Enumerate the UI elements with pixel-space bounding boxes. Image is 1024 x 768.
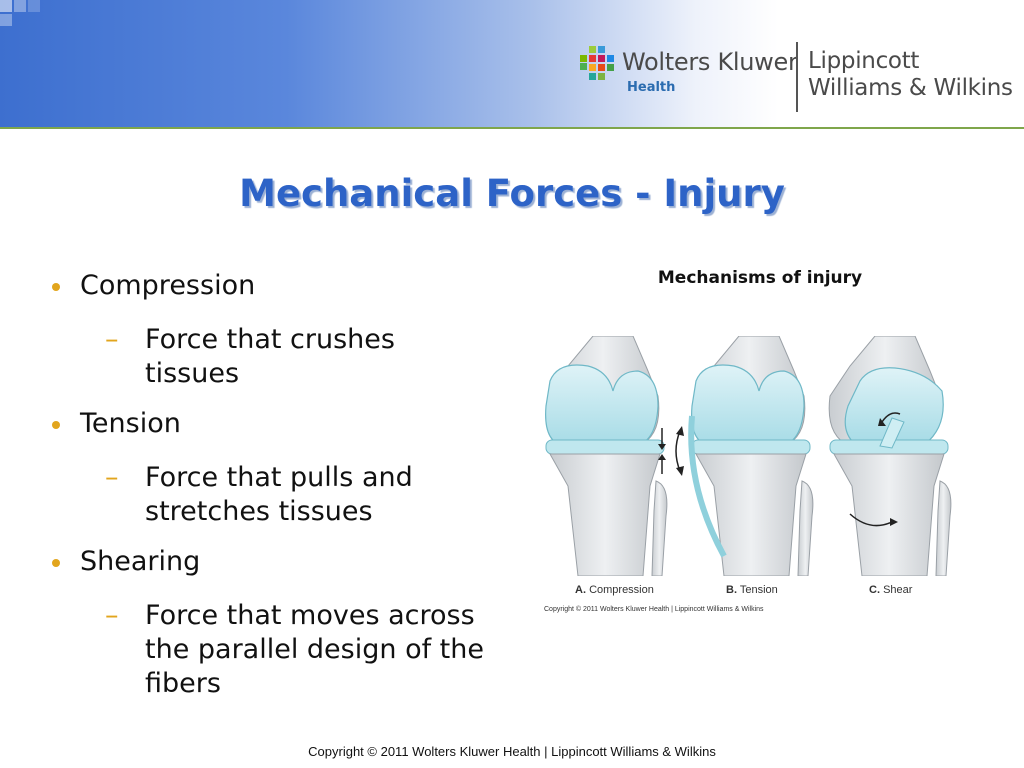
figure-title: Mechanisms of injury: [657, 268, 863, 288]
bullet-dot-icon: [52, 559, 60, 567]
panel-label-c: C. Shear: [869, 584, 913, 596]
bullet-dot-icon: [52, 283, 60, 291]
publisher-name: Lippincott Williams & Wilkins: [808, 48, 1013, 102]
slide-title: Mechanical Forces - Injury: [239, 172, 785, 215]
slide-footer: Copyright © 2011 Wolters Kluwer Health |…: [308, 744, 716, 759]
publisher-logo: Wolters Kluwer Health Lippincott William…: [580, 42, 1020, 114]
sub-bullet-text: Force that pulls and stretches tissues: [145, 462, 413, 527]
bullet-item: Compression: [48, 269, 488, 303]
dash-icon: –: [105, 600, 119, 631]
bullet-list: Compression – Force that crushes tissues…: [48, 265, 488, 717]
sub-bullet-text: Force that crushes tissues: [145, 324, 395, 389]
brand-name: Wolters Kluwer: [622, 48, 798, 76]
decorative-squares: [0, 0, 40, 26]
bullet-label: Shearing: [80, 546, 201, 577]
panel-label-a: A. Compression: [575, 584, 654, 596]
publisher-line-2: Williams & Wilkins: [808, 75, 1013, 101]
sub-bullet-item: – Force that moves across the parallel d…: [48, 599, 488, 701]
knee-injury-illustration: [545, 336, 952, 576]
dash-icon: –: [105, 462, 119, 493]
knee-compression: [545, 336, 668, 576]
publisher-line-1: Lippincott: [808, 48, 920, 74]
bullet-item: Shearing: [48, 545, 488, 579]
bullet-label: Tension: [80, 408, 181, 439]
slide-header: Wolters Kluwer Health Lippincott William…: [0, 0, 1024, 129]
bullet-item: Tension: [48, 407, 488, 441]
sub-bullet-text: Force that moves across the parallel des…: [145, 600, 484, 699]
sub-bullet-item: – Force that crushes tissues: [48, 323, 488, 391]
knee-tension: [675, 336, 814, 576]
sub-bullet-item: – Force that pulls and stretches tissues: [48, 461, 488, 529]
knee-shear: [828, 336, 952, 576]
logo-divider: [796, 42, 798, 112]
bullet-label: Compression: [80, 270, 256, 301]
figure-copyright: Copyright © 2011 Wolters Kluwer Health |…: [544, 606, 764, 613]
wolters-kluwer-logo-icon: [580, 46, 614, 80]
panel-label-b: B. Tension: [726, 584, 778, 596]
bullet-dot-icon: [52, 421, 60, 429]
dash-icon: –: [105, 324, 119, 355]
brand-sub: Health: [627, 80, 676, 95]
